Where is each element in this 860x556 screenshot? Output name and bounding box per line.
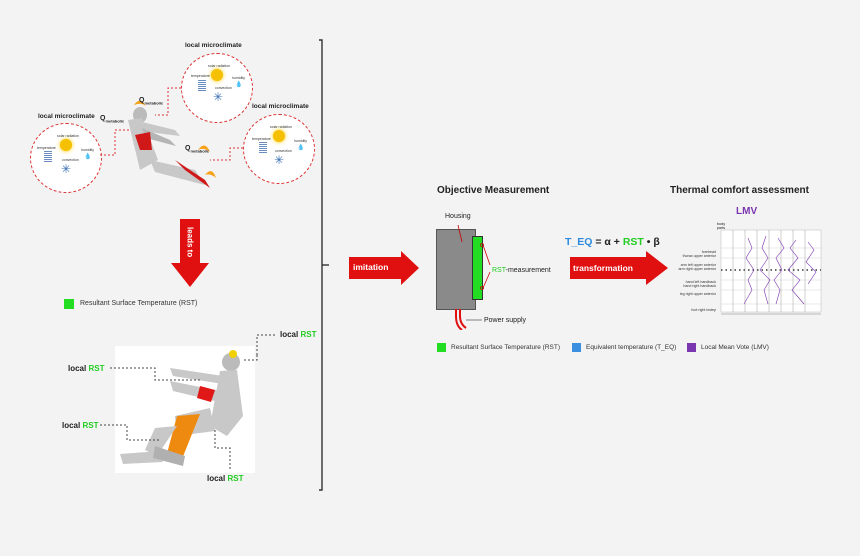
local-rst-arm: local RST <box>68 364 105 373</box>
convection-label: convection <box>275 149 292 153</box>
local-rst-foot: local RST <box>207 474 244 483</box>
lmv-row-label: arm right upper anterior <box>678 267 716 271</box>
convection-icon: ✳ <box>61 162 72 176</box>
leads-to-arrow: leads to <box>171 219 209 287</box>
formula: T_EQ = α + RST • β <box>565 236 660 248</box>
lower-figure-panel <box>115 346 255 473</box>
droplet-icon: 💧 <box>297 145 305 151</box>
rst-sensor <box>472 236 483 300</box>
temperature-label: temperature <box>252 137 271 141</box>
body-parts-label: body parts <box>716 222 726 230</box>
humidity-label: humidity <box>81 148 95 152</box>
lmv-row-label: forehead <box>701 250 716 254</box>
convection-label: convection <box>62 158 79 162</box>
lmv-row-label: thorax upper anterior <box>682 254 716 258</box>
droplet-icon: 💧 <box>235 82 243 88</box>
q-metabolic-2: Qmetabolic <box>139 97 164 106</box>
transformation-label: transformation <box>573 263 633 273</box>
convection-icon: ✳ <box>274 153 285 167</box>
lmv-chart <box>720 229 822 315</box>
rst-legend: Resultant Surface Temperature (RST) <box>451 344 560 351</box>
humidity-label: humidity <box>232 76 246 80</box>
local-rst-head: local RST <box>280 330 317 339</box>
transformation-arrow <box>570 251 668 285</box>
temperature-label: temperature <box>37 146 56 150</box>
power-supply-label: Power supply <box>484 317 527 324</box>
microclimate-label-top: local microclimate <box>185 42 242 49</box>
thermometer-icon <box>44 151 52 163</box>
sun-icon <box>60 139 72 151</box>
thermometer-icon <box>198 80 206 92</box>
temperature-label: temperature <box>191 74 210 78</box>
humidity-label: humidity <box>294 139 308 143</box>
local-rst-leg: local RST <box>62 421 99 430</box>
rst-measurement-label: RST-measurement <box>492 267 551 274</box>
rst-swatch <box>437 343 446 352</box>
teq-swatch <box>572 343 581 352</box>
droplet-icon: 💧 <box>84 154 92 160</box>
sun-icon <box>273 130 285 142</box>
local-rst-connectors <box>100 334 275 470</box>
solar-label: solar radiation <box>270 125 292 129</box>
imitation-label: imitation <box>353 262 389 272</box>
seated-figure-bottom <box>120 350 243 466</box>
rst-swatch-left <box>64 299 74 309</box>
solar-label: solar radiation <box>208 64 230 68</box>
thermal-comfort-title: Thermal comfort assessment <box>670 185 809 196</box>
convection-label: convection <box>215 86 232 90</box>
seated-figure-top <box>128 100 216 188</box>
objective-title: Objective Measurement <box>437 185 550 196</box>
teq-legend: Equivalent temperature (T_EQ) <box>586 344 677 351</box>
sun-icon <box>211 69 223 81</box>
microclimate-circle-left: solar radiation temperature humidity 💧 c… <box>30 123 102 193</box>
leads-to-label: leads to <box>185 226 195 258</box>
microclimate-circle-top: solar radiation temperature humidity 💧 c… <box>181 53 253 123</box>
q-metabolic-1: Qmetabolic <box>100 115 125 124</box>
microclimate-label-right: local microclimate <box>252 103 309 110</box>
measurement-markers <box>455 224 491 330</box>
lmv-row-label: hand right handback <box>683 284 716 288</box>
convection-icon: ✳ <box>213 90 224 104</box>
lmv-title: LMV <box>736 206 758 217</box>
lmv-row-label: foot right instep <box>691 308 716 312</box>
microclimate-connectors <box>100 87 243 188</box>
microclimate-circle-right: solar radiation temperature humidity 💧 c… <box>243 114 315 184</box>
imitation-arrow <box>349 251 419 285</box>
thermometer-icon <box>259 142 267 154</box>
lmv-swatch <box>687 343 696 352</box>
q-metabolic-3: Qmetabolic <box>185 145 210 154</box>
lmv-row-label: arm left upper anterior <box>680 263 716 267</box>
lmv-row-label: leg right upper anterior <box>679 292 716 296</box>
rst-legend-left: Resultant Surface Temperature (RST) <box>80 300 198 307</box>
bracket <box>319 39 329 491</box>
microclimate-label-left: local microclimate <box>38 113 95 120</box>
housing-label: Housing <box>445 213 471 220</box>
lmv-row-label: hand left handback <box>685 280 716 284</box>
solar-label: solar radiation <box>57 134 79 138</box>
lmv-legend: Local Mean Vote (LMV) <box>701 344 769 351</box>
